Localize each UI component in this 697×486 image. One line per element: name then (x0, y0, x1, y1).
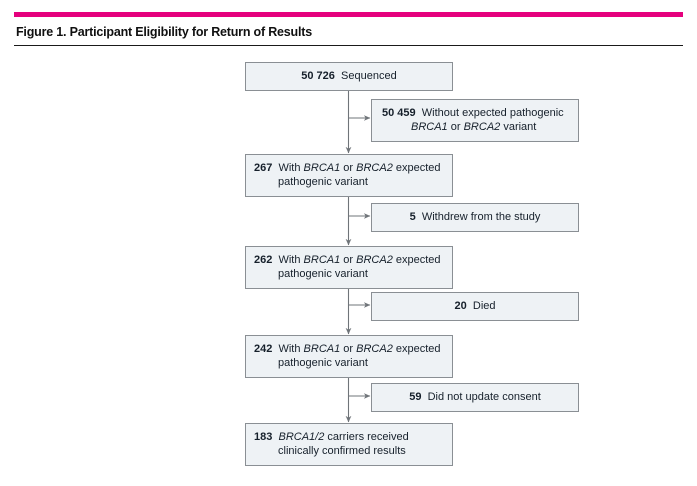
node-excluded-without-variant-label-line2: BRCA1 or BRCA2 variant (382, 120, 564, 134)
node-267-expected-variant: 267 With BRCA1 or BRCA2 expected pathoge… (245, 154, 453, 197)
with-prefix: With (278, 162, 304, 174)
node-262-label-line2: pathogenic variant (278, 268, 368, 280)
node-excluded-without-variant-count: 50 459 (382, 107, 416, 119)
gene-name: BRCA2 (356, 343, 393, 355)
accent-bar (14, 12, 683, 17)
gene-name: BRCA1 (303, 162, 341, 174)
node-sequenced-count: 50 726 (301, 70, 335, 82)
connector-262-to-242 (345, 283, 371, 335)
connector-267-to-262 (345, 193, 371, 246)
node-excluded-no-consent: 59 Did not update consent (371, 383, 579, 412)
conjunction: or (340, 343, 357, 355)
with-prefix: With (278, 343, 304, 355)
gene-name: BRCA1/2 (278, 431, 325, 443)
node-sequenced-label: Sequenced (341, 70, 397, 82)
node-excluded-without-variant-label: Without expected pathogenic (421, 107, 564, 119)
gene-name: BRCA1 (303, 343, 341, 355)
node-excluded-no-consent-count: 59 (409, 391, 422, 403)
node-267-label-line2: pathogenic variant (278, 176, 368, 188)
node-183-received-results: 183 BRCA1/2 carriers received clinically… (245, 423, 453, 466)
node-sequenced: 50 726 Sequenced (245, 62, 453, 91)
conjunction: or (340, 162, 357, 174)
figure-header: Figure 1. Participant Eligibility for Re… (14, 12, 683, 47)
node-267-count: 267 (254, 162, 273, 174)
node-excluded-withdrew: 5 Withdrew from the study (371, 203, 579, 232)
connector-242-to-183 (345, 372, 371, 423)
node-262-expected-variant: 262 With BRCA1 or BRCA2 expected pathoge… (245, 246, 453, 289)
node-excluded-died-label: Died (472, 300, 496, 312)
expected-suffix: expected (392, 162, 441, 174)
gene-name: BRCA2 (463, 121, 501, 133)
node-183-count: 183 (254, 431, 273, 443)
connector-sequenced-to-267 (345, 88, 371, 154)
expected-suffix: expected (392, 343, 441, 355)
gene-name: BRCA1 (411, 121, 448, 133)
node-excluded-no-consent-label: Did not update consent (427, 391, 541, 403)
node-excluded-died-count: 20 (454, 300, 467, 312)
node-183-label-line2: clinically confirmed results (278, 445, 406, 457)
page-title: Figure 1. Participant Eligibility for Re… (16, 25, 312, 39)
with-prefix: With (278, 254, 304, 266)
gene-name: BRCA2 (356, 162, 393, 174)
node-excluded-withdrew-label: Withdrew from the study (421, 211, 541, 223)
node-excluded-without-variant: 50 459 Without expected pathogenic BRCA1… (371, 99, 579, 142)
node-242-label-line2: pathogenic variant (278, 357, 368, 369)
node-excluded-withdrew-count: 5 (409, 211, 416, 223)
gene-name: BRCA1 (303, 254, 341, 266)
received-suffix: carriers received (324, 431, 409, 443)
variant-suffix: variant (500, 121, 537, 133)
node-262-count: 262 (254, 254, 273, 266)
title-rule (14, 44, 683, 47)
node-242-count: 242 (254, 343, 273, 355)
gene-name: BRCA2 (356, 254, 393, 266)
node-242-expected-variant: 242 With BRCA1 or BRCA2 expected pathoge… (245, 335, 453, 378)
conjunction: or (340, 254, 357, 266)
node-excluded-died: 20 Died (371, 292, 579, 321)
conjunction: or (447, 121, 464, 133)
expected-suffix: expected (392, 254, 441, 266)
